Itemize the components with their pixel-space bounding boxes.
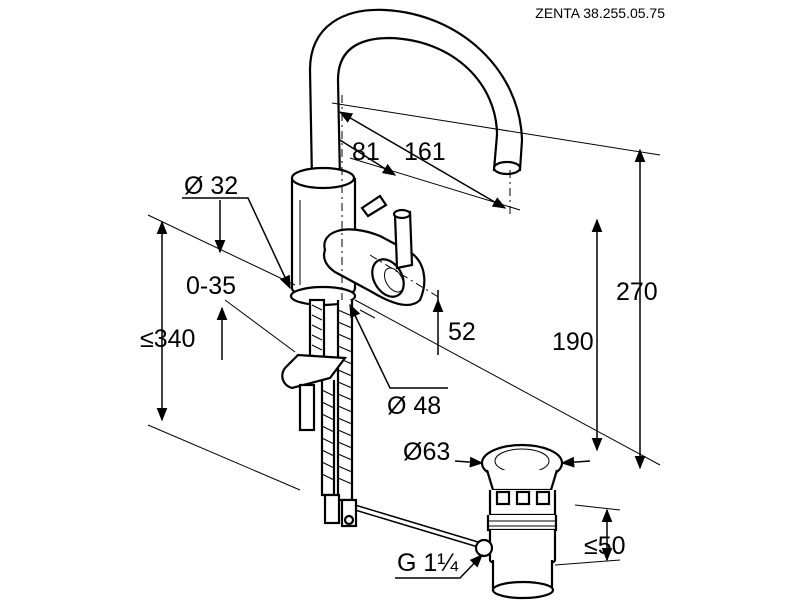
dimension-lines bbox=[156, 111, 646, 579]
dim-diameter-32-label: Ø 32 bbox=[184, 172, 238, 200]
popup-waste-illustration bbox=[474, 443, 564, 600]
dim-diameter-48-label: Ø 48 bbox=[387, 392, 441, 420]
dim-thread-label: G 1¼ bbox=[397, 549, 459, 577]
dim-waste-length-label: ≤50 bbox=[584, 532, 626, 560]
dim-deck-range-label: 0-35 bbox=[186, 272, 236, 300]
dim-161-label: 161 bbox=[404, 138, 446, 166]
dim-81-label: 81 bbox=[352, 138, 380, 166]
drawing-title: ZENTA 38.255.05.75 bbox=[535, 5, 665, 21]
dim-max-depth-label: ≤340 bbox=[140, 325, 195, 353]
dim-52-label: 52 bbox=[448, 318, 476, 346]
dim-diameter-63-label: Ø63 bbox=[403, 438, 450, 466]
dim-270-label: 270 bbox=[616, 278, 658, 306]
dim-190-label: 190 bbox=[552, 328, 594, 356]
